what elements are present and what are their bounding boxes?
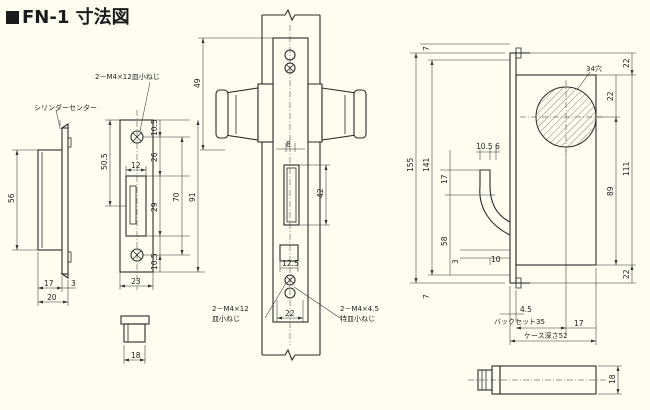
- dim-10-5b: 10.5: [150, 253, 159, 270]
- dim-70: 70: [172, 192, 181, 202]
- dim-3b: 3: [451, 259, 460, 264]
- dim-12: 12: [131, 161, 141, 170]
- dim-56: 56: [7, 193, 16, 203]
- front-view-knobs: [198, 8, 367, 362]
- dim-17b: 17: [440, 174, 449, 184]
- strike-side-view: [468, 365, 622, 395]
- dim-89: 89: [606, 186, 615, 196]
- label-screw-bottom-left-2: 皿小ねじ: [212, 314, 240, 323]
- dim-18b: 18: [608, 374, 617, 384]
- dim-22d: 22: [622, 269, 631, 279]
- dim-91: 91: [188, 192, 197, 202]
- dim-8: 8: [286, 140, 291, 149]
- label-screw-bottom-right-1: 2－M4×4.5: [340, 305, 379, 313]
- dim-155: 155: [406, 157, 415, 172]
- label-hole: 34穴: [586, 64, 602, 73]
- dim-17c: 17: [574, 319, 584, 328]
- dim-23: 23: [131, 277, 141, 286]
- dim-22a: 22: [285, 309, 295, 318]
- dim-7b: 7: [422, 294, 431, 299]
- title-text: FN-1 寸法図: [22, 7, 130, 28]
- dim-22c: 22: [606, 91, 615, 101]
- label-case-depth: ケース深さ52: [524, 331, 568, 340]
- side-view-right: [410, 43, 636, 345]
- dim-26: 26: [150, 152, 159, 162]
- dim-20: 20: [47, 293, 57, 302]
- dim-111: 111: [622, 161, 631, 176]
- dim-29: 29: [150, 202, 159, 212]
- dim-3: 3: [71, 279, 76, 288]
- dim-50-5: 50.5: [100, 153, 109, 170]
- dim-49: 49: [193, 78, 202, 88]
- dim-141: 141: [422, 157, 431, 172]
- dim-12-5: 12.5: [282, 259, 299, 268]
- dim-18a: 18: [131, 351, 141, 360]
- dim-42: 42: [316, 188, 325, 198]
- label-screw-bottom-right-2: 特皿小ねじ: [340, 314, 375, 323]
- drawing-title: FN-1 寸法図: [6, 3, 130, 29]
- dim-58: 58: [440, 236, 449, 246]
- label-screw-top: 2－M4×12皿小ねじ: [95, 72, 160, 81]
- dim-7a: 7: [422, 46, 431, 51]
- dim-17: 17: [44, 279, 54, 288]
- dim-10-5c: 10.5: [476, 142, 493, 151]
- strike-box-view: [120, 315, 150, 364]
- dim-10-5a: 10.5: [150, 119, 159, 136]
- title-square-icon: [6, 11, 19, 24]
- dim-4-5: 4.5: [520, 305, 532, 314]
- label-cylinder-center: シリンダーセンター: [34, 103, 97, 112]
- label-screw-bottom-left-1: 2－M4×12: [212, 305, 249, 313]
- side-view-left: [12, 109, 76, 306]
- dim-10: 10: [491, 255, 501, 264]
- dim-22b: 22: [622, 58, 631, 68]
- label-backset: バックセット35: [494, 318, 545, 326]
- front-view-faceplate: [105, 81, 205, 290]
- dim-6: 6: [495, 142, 500, 151]
